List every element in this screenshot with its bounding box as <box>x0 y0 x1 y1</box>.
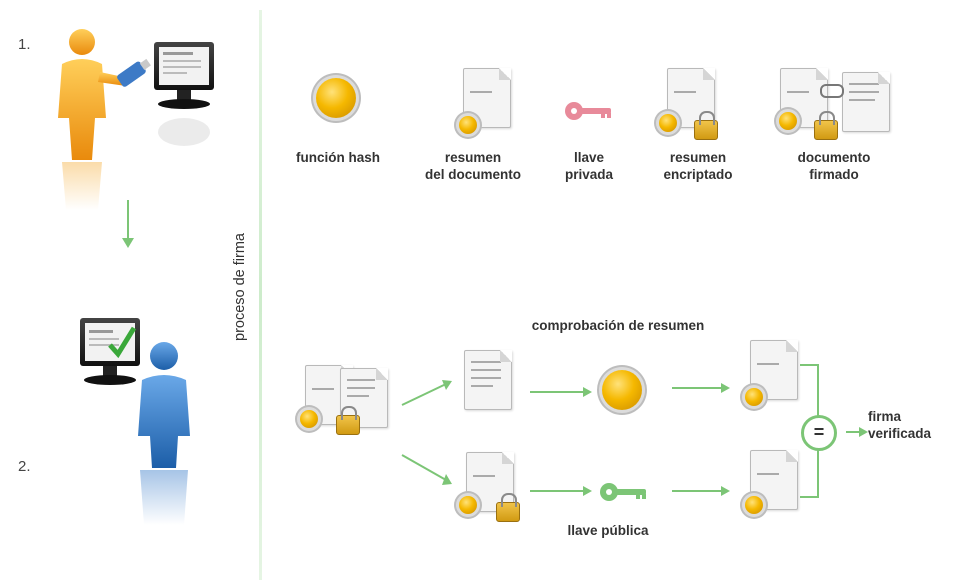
encrypted-label-line1: resumen <box>669 150 727 165</box>
step-1-number: 1. <box>18 36 31 53</box>
private-key-icon <box>565 102 611 120</box>
step-2-number: 2. <box>18 458 31 475</box>
equals-icon: = <box>801 415 837 451</box>
left-illustration <box>58 29 214 525</box>
digest-label-line1: resumen <box>444 150 502 165</box>
public-key-label: llave pública <box>567 523 649 538</box>
hash-gear-icon <box>316 78 356 118</box>
down-arrow <box>122 200 134 248</box>
monitor-icon <box>154 42 214 146</box>
private-key-label-line1: llave <box>573 150 605 165</box>
private-key-label: llave privada <box>544 149 634 183</box>
signed-label-line1: documento <box>797 150 871 165</box>
verification-title: comprobación de resumen <box>531 318 705 333</box>
vertical-divider <box>259 10 262 580</box>
public-key-icon <box>600 483 646 501</box>
verified-label-line1: firma <box>868 409 902 424</box>
encrypted-label-line2: encriptado <box>663 167 733 182</box>
person-sender-icon <box>58 29 128 210</box>
private-key-label-line2: privada <box>564 167 614 182</box>
verified-label-line2: verificada <box>868 426 932 441</box>
digest-label-line2: del documento <box>424 167 521 182</box>
signed-label-line2: firmado <box>809 167 859 182</box>
hash-function-label: función hash <box>296 150 380 165</box>
person-receiver-icon <box>138 342 190 525</box>
encrypted-digest-label: resumen encriptado <box>643 149 753 183</box>
verified-signature-label: firma verificada <box>868 408 954 442</box>
usb-drive-icon <box>117 58 151 87</box>
signed-document-label: documento firmado <box>769 149 899 183</box>
verify-hash-gear-icon <box>602 370 642 410</box>
digest-label: resumen del documento <box>408 149 538 183</box>
monitor-check-icon <box>80 318 140 385</box>
